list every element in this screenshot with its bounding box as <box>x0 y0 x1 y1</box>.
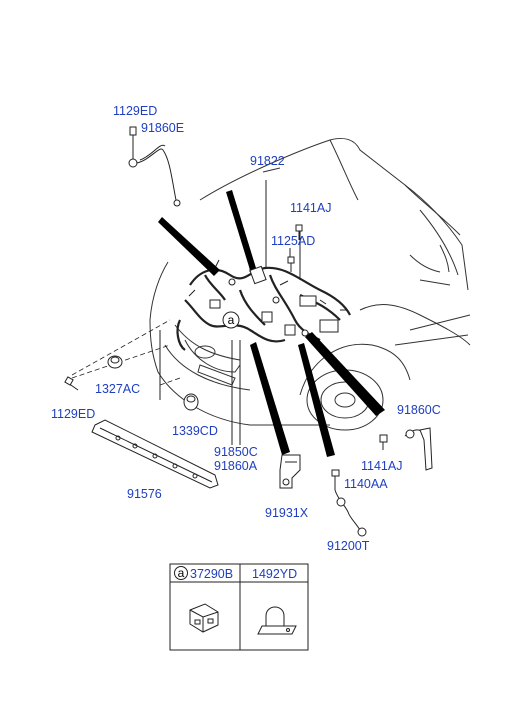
table-callout-a <box>174 566 188 580</box>
label-1125ad: 1125AD <box>271 234 315 248</box>
label-91860e: 91860E <box>141 121 184 135</box>
part-91931x-bracket <box>279 454 301 489</box>
label-1129ed-top: 1129ED <box>113 104 157 118</box>
part-1141aj-bolt-top <box>295 224 303 240</box>
connector-37290b-icon <box>189 603 219 633</box>
label-91576: 91576 <box>127 487 162 501</box>
part-1125ad-bolt <box>287 256 295 272</box>
part-91860c-ground-cable <box>379 427 433 471</box>
table-col2-part: 1492YD <box>252 567 297 581</box>
part-1129ed-bolt-left <box>64 376 79 391</box>
engine-bay-harness <box>176 259 351 351</box>
label-91931x: 91931X <box>265 506 309 520</box>
label-1140aa: 1140AA <box>344 477 388 491</box>
label-91860c: 91860C <box>397 403 441 417</box>
table-callout-a-letter: a <box>178 566 185 580</box>
label-1141aj-top: 1141AJ <box>290 201 331 215</box>
label-91850c: 91850C <box>214 445 258 459</box>
part-91200t-ground-cable <box>331 469 367 537</box>
part-91860e-ground-cable <box>128 126 181 207</box>
part-1339cd-grommet <box>183 393 199 411</box>
label-91822: 91822 <box>250 154 285 168</box>
label-91200t: 91200T <box>327 539 370 553</box>
label-1339cd: 1339CD <box>172 424 218 438</box>
label-1141aj-right: 1141AJ <box>361 459 402 473</box>
part-91576-protector <box>91 419 219 489</box>
label-91860a: 91860A <box>214 459 258 473</box>
callout-a: a <box>222 311 240 329</box>
parts-table: a 37290B 1492YD <box>169 563 309 651</box>
pointer-wedges <box>158 190 385 457</box>
part-labels: 1129ED 91860E 91822 1141AJ 1125AD 1327AC… <box>51 104 441 553</box>
clamp-1492yd-icon <box>257 606 297 635</box>
label-1327ac: 1327AC <box>95 382 140 396</box>
car-body-outline <box>149 137 471 431</box>
label-1129ed-left: 1129ED <box>51 407 95 421</box>
table-col1-part: 37290B <box>190 567 233 581</box>
callout-a-letter: a <box>228 313 235 327</box>
part-1327ac-grommet <box>107 355 123 369</box>
